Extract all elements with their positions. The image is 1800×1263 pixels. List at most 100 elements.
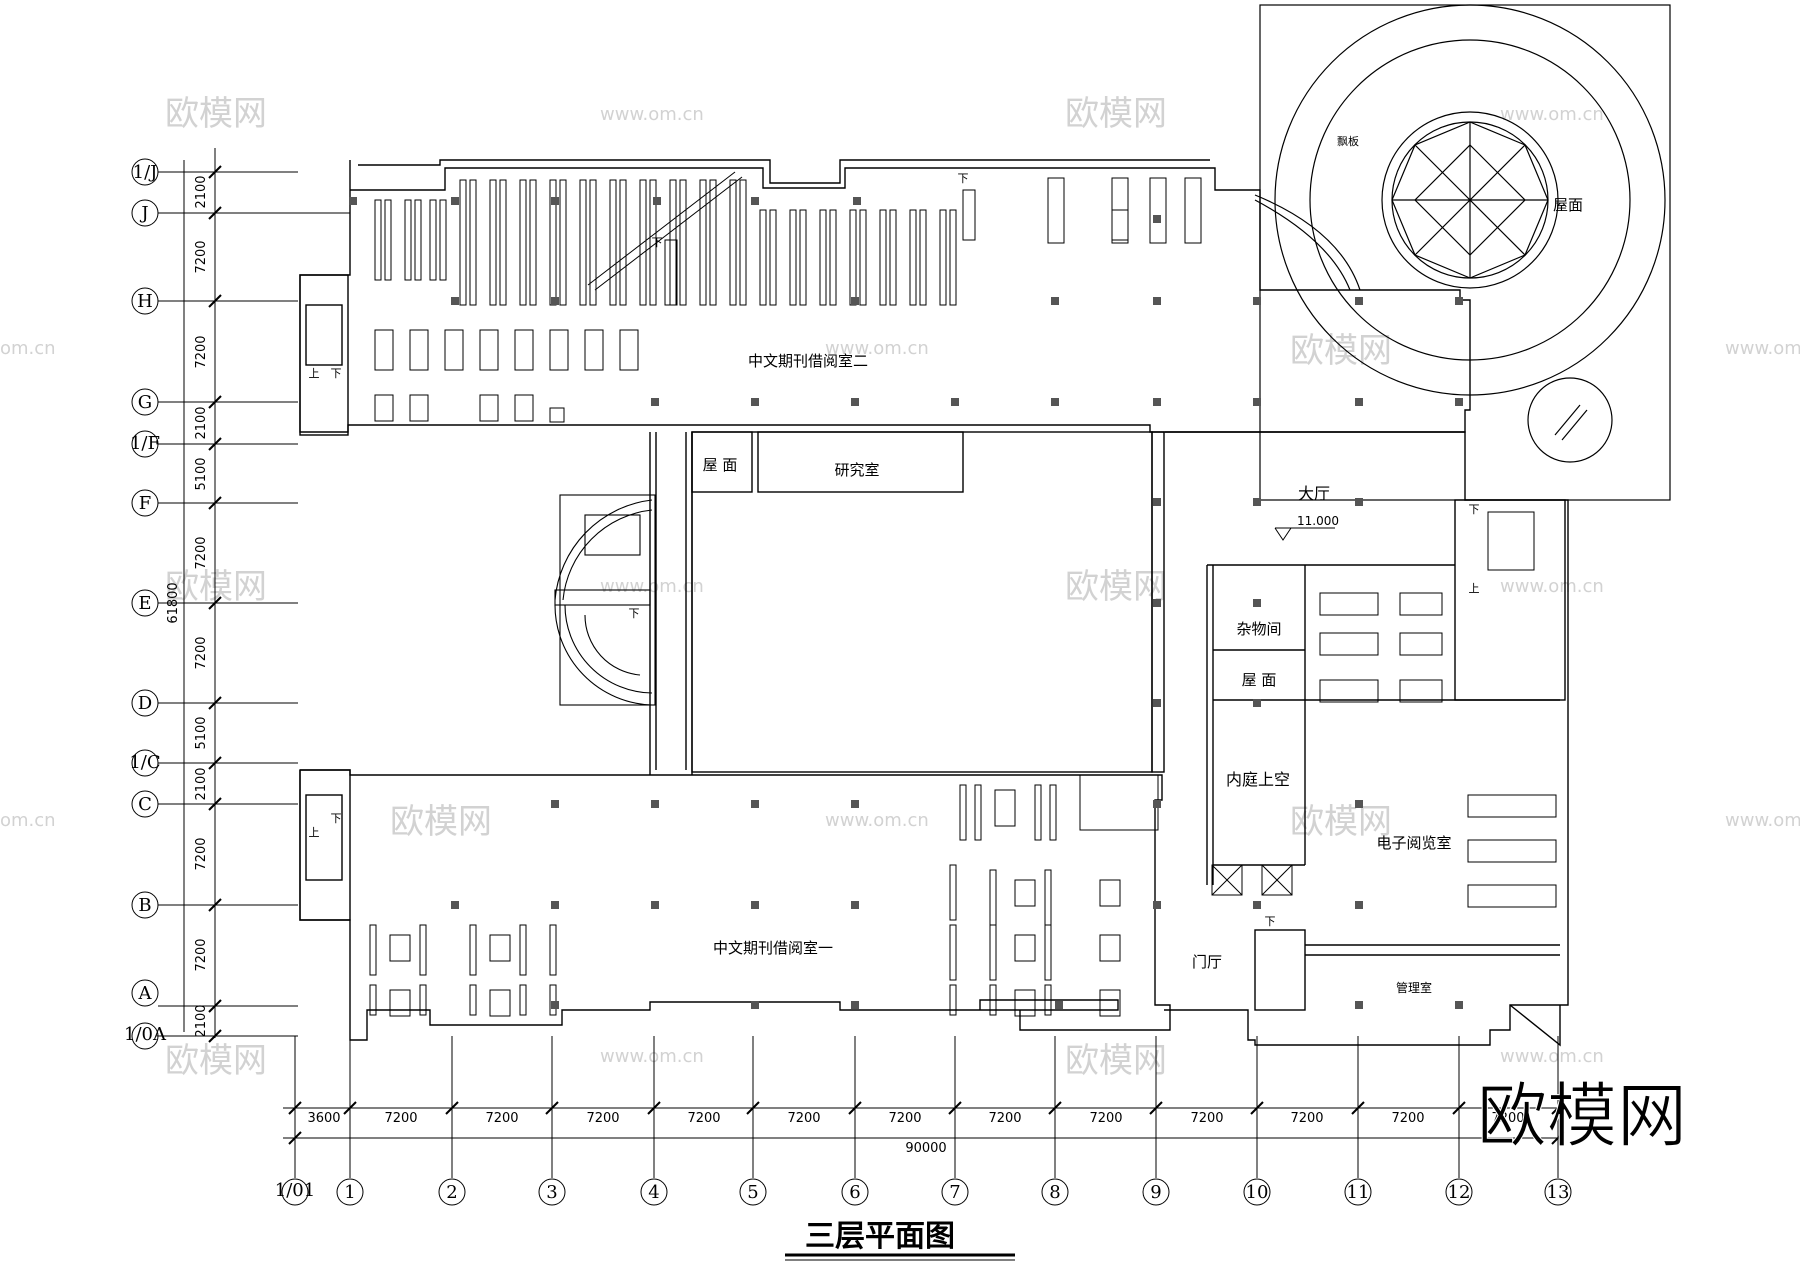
axis-bubble	[131, 388, 159, 416]
row-dim: 7200	[194, 335, 209, 368]
room-label-roof: 屋 面	[703, 456, 738, 474]
watermark-url: www.om.cn	[1500, 104, 1604, 125]
row-total-dim: 61800	[166, 582, 181, 623]
watermark-brand-large: 欧模网	[1477, 1075, 1687, 1157]
col-dim: 7200	[1190, 1111, 1223, 1126]
stair-up-label: 上	[309, 826, 320, 839]
col-dimension-labels: 3600 7200 7200 7200 7200 7200 7200 7200 …	[307, 1111, 1524, 1156]
row-dim: 5100	[194, 457, 209, 490]
axis-label-row: A	[138, 983, 153, 1004]
axis-label-row: J	[139, 203, 148, 224]
axis-bubble	[131, 749, 159, 777]
room-label-management: 管理室	[1396, 980, 1432, 995]
row-dim: 5100	[194, 716, 209, 749]
axis-bubble	[640, 1178, 668, 1206]
shelving-lower	[369, 774, 1159, 1017]
room-label-courtyard: 内庭上空	[1226, 770, 1290, 789]
axis-bubble	[438, 1178, 466, 1206]
axis-bubble	[131, 430, 159, 458]
room-label-reading-one: 中文期刊借阅室一	[713, 939, 833, 957]
stair-down-label: 下	[331, 812, 342, 825]
axis-label-col: 6	[849, 1182, 860, 1203]
watermark-url: om.cn	[0, 810, 56, 831]
axis-label-col: 13	[1547, 1182, 1570, 1203]
watermark-brand: 欧模网	[1065, 94, 1167, 134]
axis-label-col: 11	[1347, 1182, 1370, 1203]
axis-bubble	[941, 1178, 969, 1206]
watermark-url: om.cn	[0, 338, 56, 359]
axis-label-col: 3	[546, 1182, 557, 1203]
watermark-url: www.om.cn	[600, 576, 704, 597]
row-dim: 7200	[194, 636, 209, 669]
watermark-brand: 欧模网	[1290, 802, 1392, 842]
watermark-brand: 欧模网	[165, 567, 267, 607]
axis-label-col: 4	[648, 1182, 659, 1203]
row-axis-layer	[131, 148, 350, 1050]
stair-markers: 上 下 上 下 下 下 下 上 下 下	[309, 172, 1480, 928]
room-label-canopy: 飘板	[1337, 134, 1359, 148]
axis-label-row: G	[138, 392, 152, 413]
col-dim: 7200	[988, 1111, 1021, 1126]
axis-label-row: 1/F	[130, 433, 160, 454]
elevator-shafts	[1211, 511, 1535, 896]
hall-elevation: 11.000	[1297, 514, 1339, 528]
axis-label-row: B	[138, 895, 151, 916]
axis-bubble	[1243, 1178, 1271, 1206]
room-label-roof: 屋面	[1553, 196, 1583, 214]
axis-bubble	[131, 287, 159, 315]
room-label-lobby: 门厅	[1192, 953, 1222, 971]
axis-bubble	[131, 489, 159, 517]
watermark-url: www.om.cn	[600, 104, 704, 125]
col-dim: 3600	[307, 1111, 340, 1126]
axis-label-col: 1	[344, 1182, 355, 1203]
axis-label-col: 7	[949, 1182, 960, 1203]
watermark-url: www.om.cn	[825, 810, 929, 831]
axis-label-col: 5	[747, 1182, 758, 1203]
watermark-brand: 欧模网	[165, 94, 267, 134]
structural-columns	[349, 197, 1463, 1009]
axis-label-row: 1/J	[133, 162, 158, 183]
watermark-url: www.om.cn	[600, 1046, 704, 1067]
axis-bubble	[538, 1178, 566, 1206]
axis-label-row: E	[138, 593, 151, 614]
stair-down-label: 下	[629, 607, 640, 620]
axis-bubble	[131, 689, 159, 717]
col-dim: 7200	[1089, 1111, 1122, 1126]
axis-label-col: 9	[1150, 1182, 1161, 1203]
row-dim: 7200	[194, 536, 209, 569]
stair-up-label: 上	[1469, 582, 1480, 595]
row-dim: 2100	[194, 767, 209, 800]
axis-label-col: 12	[1448, 1182, 1471, 1203]
col-dim: 7200	[586, 1111, 619, 1126]
watermark-url: www.om.cn	[1725, 810, 1800, 831]
col-dim: 7200	[687, 1111, 720, 1126]
watermark-layer: 欧模网 www.om.cn 欧模网 www.om.cn om.cn www.om…	[0, 94, 1800, 1081]
stair-down-label: 下	[958, 172, 969, 185]
axis-bubble	[131, 199, 159, 227]
axis-label-row: 1/C	[129, 752, 160, 773]
col-dim: 7200	[1391, 1111, 1424, 1126]
axis-bubble	[1142, 1178, 1170, 1206]
col-dim: 7200	[787, 1111, 820, 1126]
col-dim: 7200	[384, 1111, 417, 1126]
room-label-research: 研究室	[834, 461, 879, 479]
room-label-e-reading: 电子阅览室	[1376, 834, 1451, 852]
room-label-reading-two: 中文期刊借阅室二	[748, 352, 868, 370]
watermark-url: www.om.cn	[1725, 338, 1800, 359]
axis-bubble	[131, 589, 159, 617]
row-dim: 7200	[194, 938, 209, 971]
col-dim: 7200	[1491, 1111, 1524, 1126]
axis-label-row: H	[137, 291, 153, 312]
watermark-url: www.om.cn	[1500, 1046, 1604, 1067]
spiral-stair	[554, 494, 656, 706]
axis-label-col: 10	[1246, 1182, 1269, 1203]
room-label-storage: 杂物间	[1236, 620, 1281, 638]
axis-bubble	[131, 790, 159, 818]
axis-bubble	[131, 158, 159, 186]
axis-label-row: C	[138, 794, 152, 815]
axis-label-row: F	[139, 493, 152, 514]
axis-label-row: 1/0A	[124, 1024, 167, 1045]
watermark-brand: 欧模网	[1065, 567, 1167, 607]
room-label-roof: 屋 面	[1242, 671, 1277, 689]
axis-bubble	[131, 979, 159, 1007]
